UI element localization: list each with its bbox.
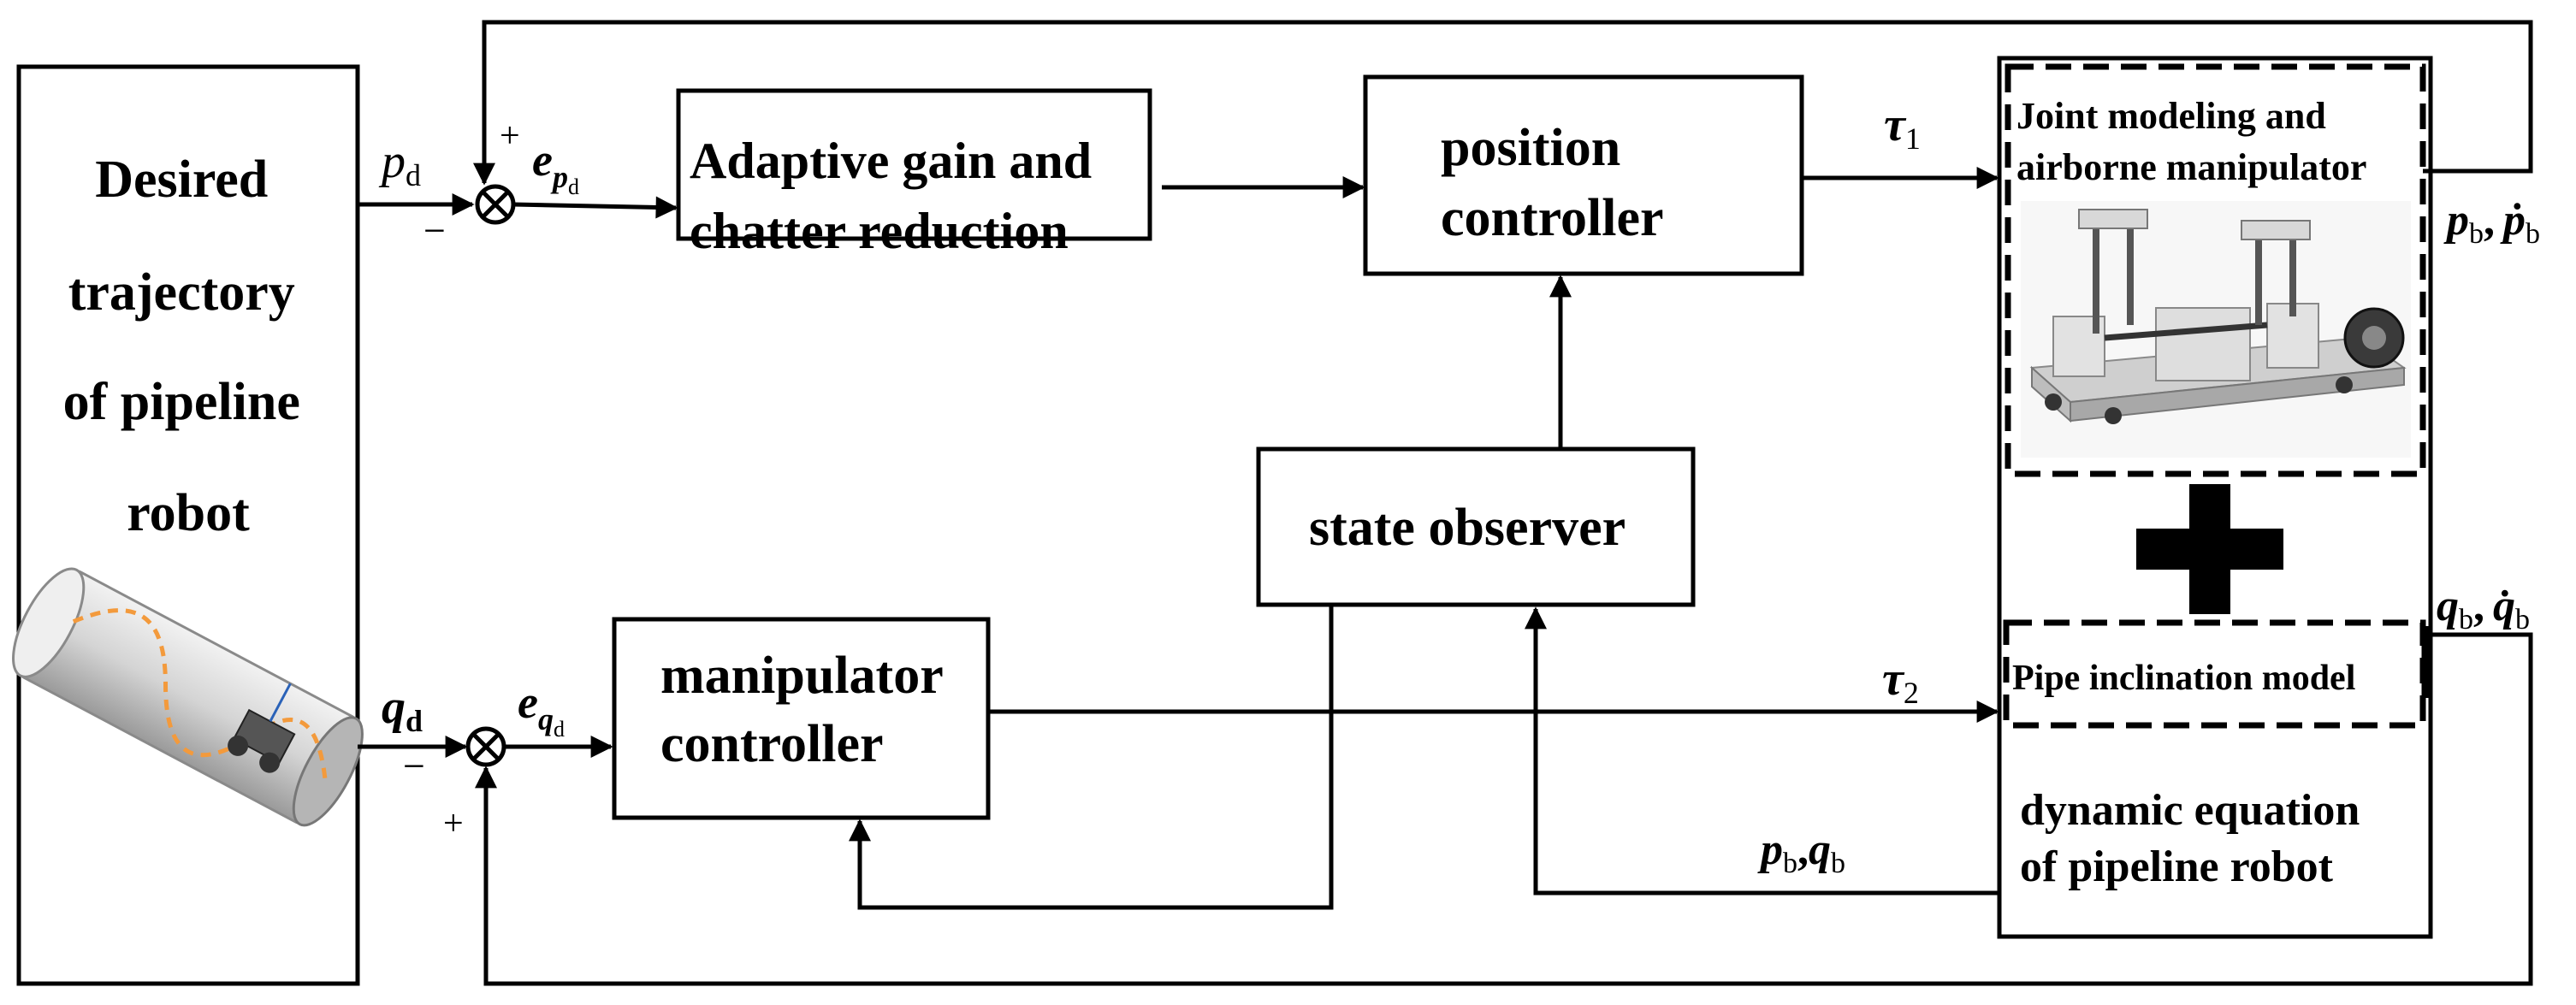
circle-with-x-icon	[475, 184, 516, 225]
sign-minus-top: −	[423, 209, 446, 252]
adaptive-gain-label: Adaptive gain and chatter reduction	[690, 133, 1104, 259]
desired-trajectory-block	[16, 64, 360, 986]
signal-q-d: qd	[382, 681, 423, 738]
signal-e-pd: epd	[532, 134, 579, 199]
position-controller-block	[1363, 74, 1804, 276]
signal-lines	[358, 20, 2533, 986]
manipulator-controller-label: manipulator controller	[660, 647, 956, 773]
desired-trajectory-label: Desired trajectory of pipeline robot	[63, 151, 314, 542]
state-observer-label: state observer	[1309, 499, 1626, 557]
pipe-inclination-label: Pipe inclination model	[2012, 659, 2355, 698]
signal-p-d: pd	[378, 135, 421, 192]
bold-plus-icon	[2136, 484, 2283, 614]
joint-modeling-label: Joint modeling and airborne manipulator	[2016, 95, 2366, 188]
signal-pb-qb: pb,qb	[1757, 825, 1845, 879]
sign-plus-top: +	[500, 116, 520, 156]
manipulator-controller-block	[612, 617, 991, 820]
signal-e-qd: eqd	[518, 677, 565, 742]
state-observer-block	[1256, 446, 1696, 607]
cartesian-manipulator-illustration	[2021, 201, 2411, 458]
adaptive-gain-block	[676, 88, 1152, 241]
signal-tau1: τ1	[1884, 98, 1921, 156]
joint-modeling-block	[2005, 63, 2426, 477]
dynamic-equation-label: dynamic equation of pipeline robot	[2020, 786, 2371, 891]
sign-minus-bottom: −	[403, 744, 425, 788]
sign-plus-bottom: +	[443, 804, 464, 843]
dynamic-equation-block	[1997, 56, 2433, 939]
position-controller-label: position controller	[1441, 119, 1664, 247]
circle-with-x-icon	[465, 726, 506, 767]
signal-qb-dqb: qb,q̇b	[2437, 582, 2530, 636]
signal-pb-dpb: pb,ṗb	[2443, 196, 2540, 250]
signal-tau2: τ2	[1882, 653, 1919, 710]
pipe-with-trajectory-illustration	[12, 560, 364, 834]
